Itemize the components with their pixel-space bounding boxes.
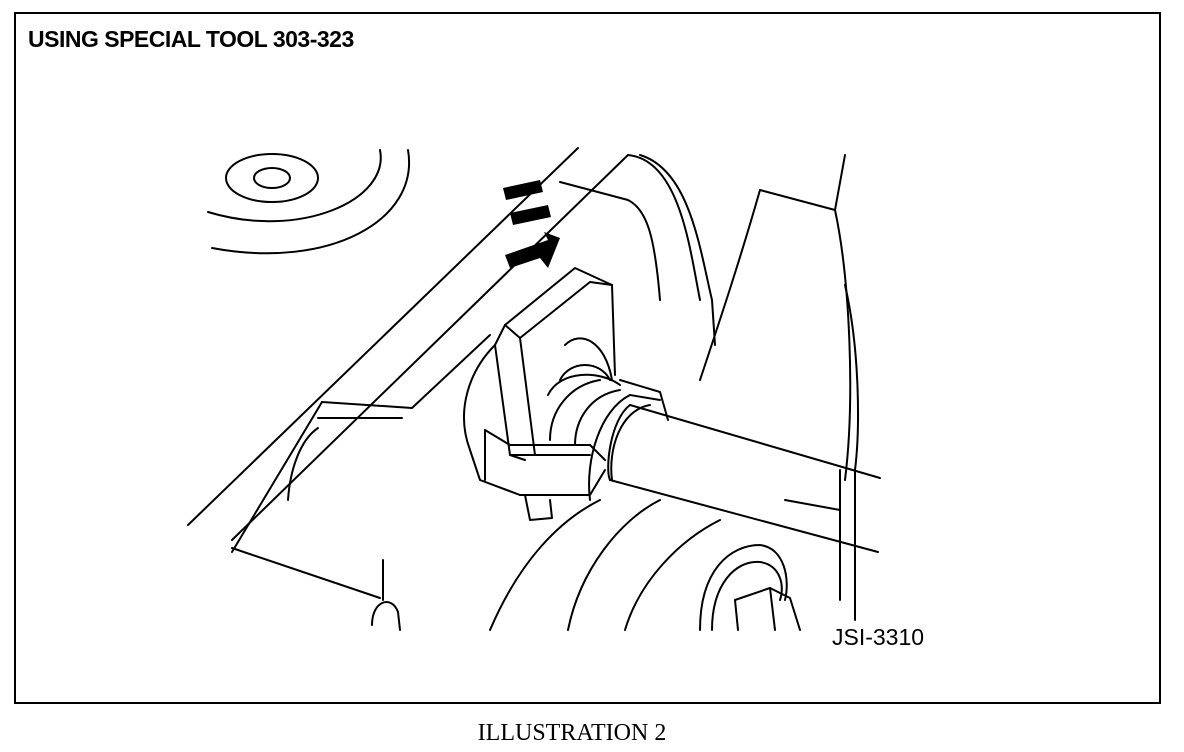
lower-hub — [489, 499, 841, 631]
shaft-joint — [547, 337, 669, 501]
housing-edges — [187, 147, 629, 631]
round-boss — [207, 149, 411, 255]
figure-code: JSI-3310 — [832, 624, 925, 650]
pry-bar — [607, 404, 881, 553]
direction-arrow — [503, 180, 560, 268]
special-tool-plate — [463, 267, 616, 521]
housing-right — [559, 154, 859, 621]
figure-frame — [14, 12, 1161, 704]
figure-title: USING SPECIAL TOOL 303-323 — [28, 26, 354, 52]
figure-caption: ILLUSTRATION 2 — [0, 720, 1184, 747]
caption-text: ILLUSTRATION 2 — [477, 720, 667, 746]
